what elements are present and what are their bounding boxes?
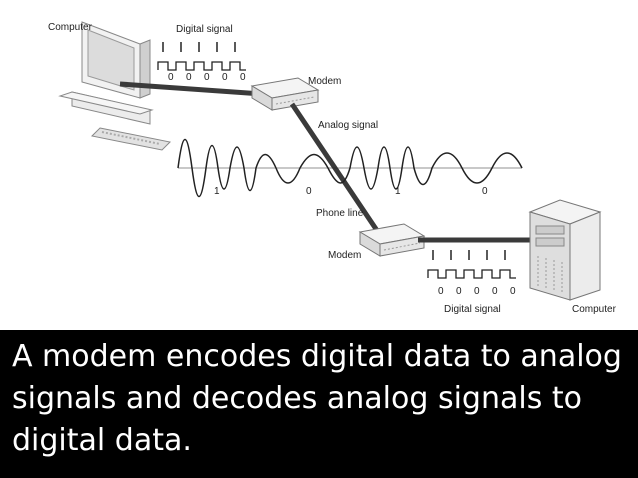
analog-bit: 0 xyxy=(482,186,488,197)
label-digital-signal-bottom: Digital signal xyxy=(444,304,501,315)
top-digital-wave xyxy=(157,42,246,71)
bottom-bit: 0 xyxy=(492,286,498,297)
caption-bar xyxy=(0,330,638,478)
slide-caption: A modem encodes digital data to analog s… xyxy=(12,339,622,458)
top-bit: 0 xyxy=(186,72,192,83)
top-bit: 0 xyxy=(168,72,174,83)
label-analog-signal: Analog signal xyxy=(318,120,378,131)
modem-bottom-icon xyxy=(358,223,426,257)
computer-left-icon xyxy=(58,21,172,151)
analog-bit: 1 xyxy=(214,186,220,197)
modem-diagram: 0 0 0 0 0 1 0 1 0 xyxy=(48,21,617,315)
bottom-digital-wave xyxy=(427,250,516,279)
bottom-bit: 0 xyxy=(456,286,462,297)
analog-bit: 1 xyxy=(395,186,401,197)
label-modem-bottom: Modem xyxy=(328,250,361,261)
label-digital-signal-top: Digital signal xyxy=(176,24,233,35)
bottom-bit: 0 xyxy=(474,286,480,297)
bottom-bit: 0 xyxy=(438,286,444,297)
computer-right-icon xyxy=(528,199,602,301)
top-bit: 0 xyxy=(240,72,246,83)
label-computer-left: Computer xyxy=(48,22,93,33)
analog-bit: 0 xyxy=(306,186,312,197)
label-computer-right: Computer xyxy=(572,304,617,315)
bottom-bit: 0 xyxy=(510,286,516,297)
modem-top-icon xyxy=(250,77,320,111)
top-bit: 0 xyxy=(222,72,228,83)
label-modem-top: Modem xyxy=(308,76,341,87)
label-phone-line: Phone line xyxy=(316,208,364,219)
top-bit: 0 xyxy=(204,72,210,83)
